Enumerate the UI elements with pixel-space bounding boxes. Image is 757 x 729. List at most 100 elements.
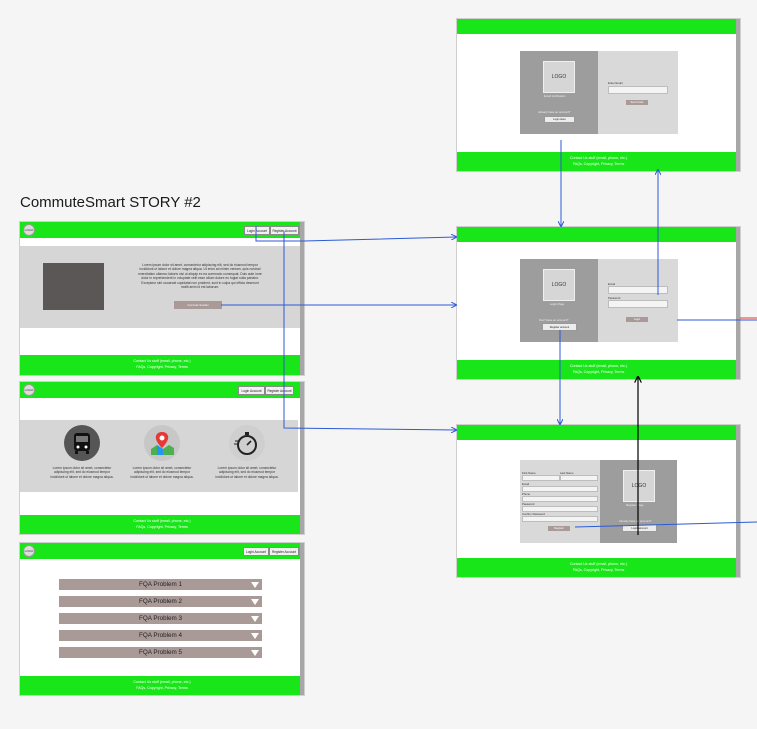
register-button[interactable]: Register bbox=[548, 526, 570, 531]
faq-item-4[interactable]: FQA Problem 4 bbox=[59, 630, 262, 641]
scrollbar[interactable] bbox=[736, 227, 740, 379]
login-button[interactable]: Login bbox=[626, 317, 648, 322]
footer-links[interactable]: FAQs, Copyright, Privacy, Terms bbox=[572, 567, 625, 572]
chevron-down-icon[interactable] bbox=[251, 650, 259, 656]
auth-right-panel: Enter Email Send Code bbox=[598, 51, 678, 134]
password-field[interactable] bbox=[522, 506, 598, 512]
first-name-field[interactable] bbox=[522, 475, 560, 481]
header-bar bbox=[457, 425, 740, 440]
header-bar: LOGO Login Account Register Account bbox=[20, 543, 304, 559]
send-code-button[interactable]: Send Code bbox=[626, 100, 648, 105]
footer-links[interactable]: FAQs, Copyright, Privacy, Terms bbox=[136, 365, 188, 369]
password-label: Password bbox=[608, 296, 621, 300]
scrollbar[interactable] bbox=[300, 222, 304, 375]
confirm-password-field[interactable] bbox=[522, 516, 598, 522]
footer-links[interactable]: FAQs, Copyright, Privacy, Terms bbox=[572, 161, 625, 166]
email-label: Email bbox=[522, 482, 529, 486]
scrollbar[interactable] bbox=[736, 425, 740, 577]
features-frame: LOGO Login Account Register Account bbox=[20, 382, 304, 534]
chevron-down-icon[interactable] bbox=[251, 633, 259, 639]
password-field[interactable] bbox=[608, 300, 668, 308]
footer-contact[interactable]: Contact Us stuff (email, phone, etc.) bbox=[133, 518, 191, 523]
faq-item-3[interactable]: FQA Problem 3 bbox=[59, 613, 262, 624]
chevron-down-icon[interactable] bbox=[251, 582, 259, 588]
auth-right-panel: Email Password Login bbox=[598, 259, 678, 342]
subtitle: Register Page bbox=[626, 503, 644, 507]
email-field[interactable] bbox=[608, 86, 668, 94]
footer-contact[interactable]: Contact Us stuff (email, phone, etc.) bbox=[569, 155, 628, 160]
auth-left-panel: LOGO Login Page Don't have an account? R… bbox=[520, 259, 598, 342]
auth-left-panel: LOGO Email Verification Already have an … bbox=[520, 51, 598, 134]
stopwatch-icon bbox=[229, 425, 265, 461]
phone-field[interactable] bbox=[522, 496, 598, 502]
hero-section: Lorem ipsum dolor sit amet, consectetur … bbox=[20, 246, 300, 328]
footer: Contact Us stuff (email, phone, etc.) FA… bbox=[457, 558, 740, 577]
faq-item-5[interactable]: FQA Problem 5 bbox=[59, 647, 262, 658]
header-bar: LOGO Login Account Register Account bbox=[20, 222, 304, 238]
hint: Already have an account? bbox=[619, 519, 652, 523]
chevron-down-icon[interactable] bbox=[251, 616, 259, 622]
faq-label: FQA Problem 3 bbox=[138, 615, 183, 622]
email-label: Enter Email bbox=[608, 81, 623, 85]
scrollbar[interactable] bbox=[300, 543, 304, 695]
scrollbar[interactable] bbox=[736, 19, 740, 171]
last-name-label: Last Name bbox=[560, 471, 574, 475]
footer: Contact Us stuff (email, phone, etc.) FA… bbox=[457, 360, 740, 379]
footer-contact[interactable]: Contact Us stuff (email, phone, etc.) bbox=[569, 561, 628, 566]
register-account-button[interactable]: Register Account bbox=[270, 226, 299, 235]
home-hero-frame: LOGO Login Account Register Account Lore… bbox=[20, 222, 304, 375]
faq-item-2[interactable]: FQA Problem 2 bbox=[59, 596, 262, 607]
email-field[interactable] bbox=[608, 286, 668, 294]
feature-text-2: Lorem ipsum dolor sit amet, consectetur … bbox=[130, 466, 194, 479]
register-account-button[interactable]: Register Account bbox=[269, 547, 299, 556]
register-account-button[interactable]: Register Account bbox=[265, 386, 294, 395]
footer-contact[interactable]: Contact Us stuff (email, phone, etc.) bbox=[569, 363, 628, 368]
scrollbar[interactable] bbox=[300, 382, 304, 534]
login-account-button[interactable]: Login account bbox=[622, 524, 657, 532]
footer-links[interactable]: FAQs, Copyright, Privacy, Terms bbox=[136, 524, 188, 529]
chevron-down-icon[interactable] bbox=[251, 599, 259, 605]
login-account-button[interactable]: Login Account bbox=[238, 386, 265, 395]
footer-contact[interactable]: Contact Us stuff (email, phone, etc.) bbox=[133, 679, 191, 684]
hint: Already have an account? bbox=[538, 110, 571, 114]
footer-contact[interactable]: Contact Us stuff (email, phone, etc.) bbox=[133, 359, 191, 364]
register-account-button[interactable]: Register account bbox=[542, 323, 577, 331]
email-verification-frame: LOGO Email Verification Already have an … bbox=[457, 19, 740, 171]
page-title: CommuteSmart STORY #2 bbox=[20, 194, 201, 211]
footer-links[interactable]: FAQs, Copyright, Privacy, Terms bbox=[136, 685, 188, 690]
first-name-label: First Name bbox=[522, 471, 536, 475]
password-label: Password bbox=[522, 502, 535, 506]
login-account-button[interactable]: Login Account bbox=[244, 226, 270, 235]
faq-label: FQA Problem 4 bbox=[138, 632, 183, 639]
logo[interactable]: LOGO bbox=[23, 384, 35, 396]
commute-smarter-button[interactable]: Commute Smarter bbox=[174, 301, 222, 309]
register-form-panel: First Name Last Name Email Phone Passwor… bbox=[520, 460, 600, 543]
subtitle: Login Page bbox=[550, 302, 565, 306]
register-frame: First Name Last Name Email Phone Passwor… bbox=[457, 425, 740, 577]
header-bar: LOGO Login Account Register Account bbox=[20, 382, 304, 398]
login-account-button[interactable]: Login Account bbox=[243, 547, 269, 556]
faq-label: FQA Problem 1 bbox=[138, 581, 183, 588]
confirm-password-label: Confirm Password bbox=[522, 512, 545, 516]
logo[interactable]: LOGO bbox=[23, 545, 35, 557]
logo: LOGO bbox=[543, 61, 575, 93]
login-here-button[interactable]: Login Here bbox=[544, 116, 575, 123]
faq-frame: LOGO Login Account Register Account FQA … bbox=[20, 543, 304, 695]
hint: Don't have an account? bbox=[539, 318, 569, 322]
login-frame: LOGO Login Page Don't have an account? R… bbox=[457, 227, 740, 379]
email-field[interactable] bbox=[522, 486, 598, 492]
subtitle: Email Verification bbox=[544, 94, 566, 98]
last-name-field[interactable] bbox=[560, 475, 598, 481]
logo[interactable]: LOGO bbox=[23, 224, 35, 236]
header-bar bbox=[457, 227, 740, 242]
footer: Contact Us stuff (email, phone, etc.) FA… bbox=[20, 355, 304, 375]
faq-item-1[interactable]: FQA Problem 1 bbox=[59, 579, 262, 590]
logo: LOGO bbox=[543, 269, 575, 301]
header-bar bbox=[457, 19, 740, 34]
logo: LOGO bbox=[623, 470, 655, 502]
bus-icon bbox=[64, 425, 100, 461]
footer-links[interactable]: FAQs, Copyright, Privacy, Terms bbox=[572, 369, 625, 374]
faq-label: FQA Problem 2 bbox=[138, 598, 183, 605]
hero-text: Lorem ipsum dolor sit amet, consectetur … bbox=[138, 263, 262, 290]
feature-text-3: Lorem ipsum dolor sit amet, consectetur … bbox=[215, 466, 279, 479]
